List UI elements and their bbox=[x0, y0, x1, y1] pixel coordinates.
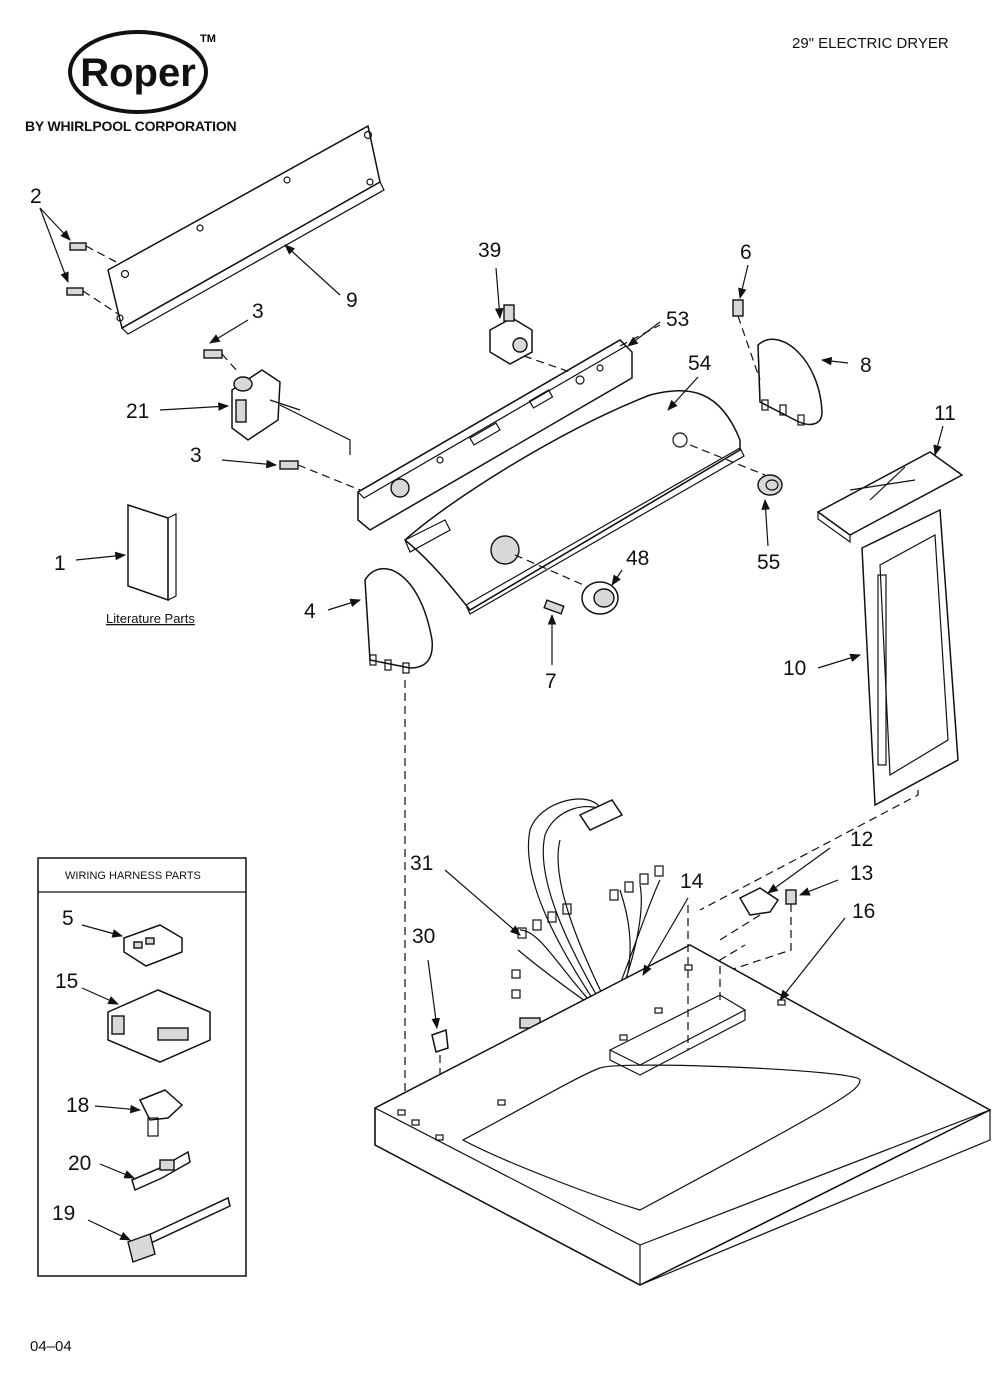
part-53-console-bracket bbox=[357, 324, 661, 531]
callout-48: 48 bbox=[626, 547, 649, 570]
part-18-clip bbox=[138, 1089, 184, 1137]
part-10-lint-housing bbox=[699, 508, 959, 911]
callout-12: 12 bbox=[850, 828, 873, 851]
part-8-end-cap bbox=[757, 338, 823, 426]
callout-30: 30 bbox=[412, 925, 435, 948]
callout-numbers: 2 9 3 21 3 1 4 39 53 54 6 8 11 55 48 7 1… bbox=[30, 185, 956, 1225]
part-30-clip bbox=[431, 1028, 449, 1130]
callout-9: 9 bbox=[346, 289, 358, 312]
callout-20: 20 bbox=[68, 1152, 91, 1175]
wiring-harness-parts-box: WIRING HARNESS PARTS bbox=[37, 857, 247, 1277]
svg-text:Literature Parts: Literature Parts bbox=[106, 611, 195, 626]
callout-16: 16 bbox=[852, 900, 875, 923]
callout-18: 18 bbox=[66, 1094, 89, 1117]
callout-21: 21 bbox=[126, 400, 149, 423]
part-7-screw bbox=[543, 599, 565, 615]
part-3-screws bbox=[203, 349, 366, 493]
part-6-screw bbox=[732, 299, 761, 381]
callout-53: 53 bbox=[666, 308, 689, 331]
callout-31: 31 bbox=[410, 852, 433, 875]
part-48-knob bbox=[581, 581, 619, 615]
part-9-panel bbox=[107, 124, 385, 335]
callout-7: 7 bbox=[545, 670, 557, 693]
part-54-console bbox=[403, 390, 766, 615]
part-31-wiring-harness bbox=[511, 798, 664, 1031]
leader-lines bbox=[39, 207, 944, 1241]
page-title: 29" ELECTRIC DRYER bbox=[792, 35, 949, 52]
callout-3-bottom: 3 bbox=[190, 444, 202, 467]
callout-1: 1 bbox=[54, 552, 66, 575]
part-21-timer bbox=[231, 369, 351, 455]
part-5-connector bbox=[123, 924, 183, 967]
part-1-literature: Literature Parts bbox=[106, 503, 195, 626]
part-19-cable-tie bbox=[127, 1196, 231, 1263]
callout-2: 2 bbox=[30, 185, 42, 208]
part-16-top-panel bbox=[374, 905, 992, 1286]
callout-3-top: 3 bbox=[252, 300, 264, 323]
callout-11: 11 bbox=[934, 402, 956, 425]
callout-6: 6 bbox=[740, 241, 752, 264]
part-20-terminal bbox=[131, 1150, 191, 1192]
svg-text:Roper: Roper bbox=[80, 51, 196, 95]
footer-code: 04–04 bbox=[30, 1338, 72, 1355]
callout-15: 15 bbox=[55, 970, 78, 993]
callout-8: 8 bbox=[860, 354, 872, 377]
part-12-clip bbox=[719, 887, 780, 941]
callout-4: 4 bbox=[304, 600, 316, 623]
svg-text:TM: TM bbox=[200, 33, 216, 45]
part-13-screw bbox=[729, 889, 797, 971]
svg-text:WIRING HARNESS PARTS: WIRING HARNESS PARTS bbox=[65, 870, 201, 882]
corporation-label: BY WHIRLPOOL CORPORATION bbox=[25, 118, 237, 134]
callout-13: 13 bbox=[850, 862, 873, 885]
part-4-end-cap bbox=[364, 568, 433, 1095]
callout-39: 39 bbox=[478, 239, 501, 262]
callout-54: 54 bbox=[688, 352, 712, 375]
callout-55: 55 bbox=[757, 551, 780, 574]
callout-5: 5 bbox=[62, 907, 74, 930]
callout-19: 19 bbox=[52, 1202, 75, 1225]
part-15-connector-block bbox=[107, 989, 211, 1063]
part-11-lint-screen-cover bbox=[816, 451, 964, 544]
roper-logo: Roper TM bbox=[68, 30, 216, 114]
part-55-button bbox=[757, 474, 783, 496]
part-2-screws bbox=[66, 242, 121, 315]
part-39-switch bbox=[489, 304, 571, 373]
callout-10: 10 bbox=[783, 657, 806, 680]
callout-14: 14 bbox=[680, 870, 704, 893]
